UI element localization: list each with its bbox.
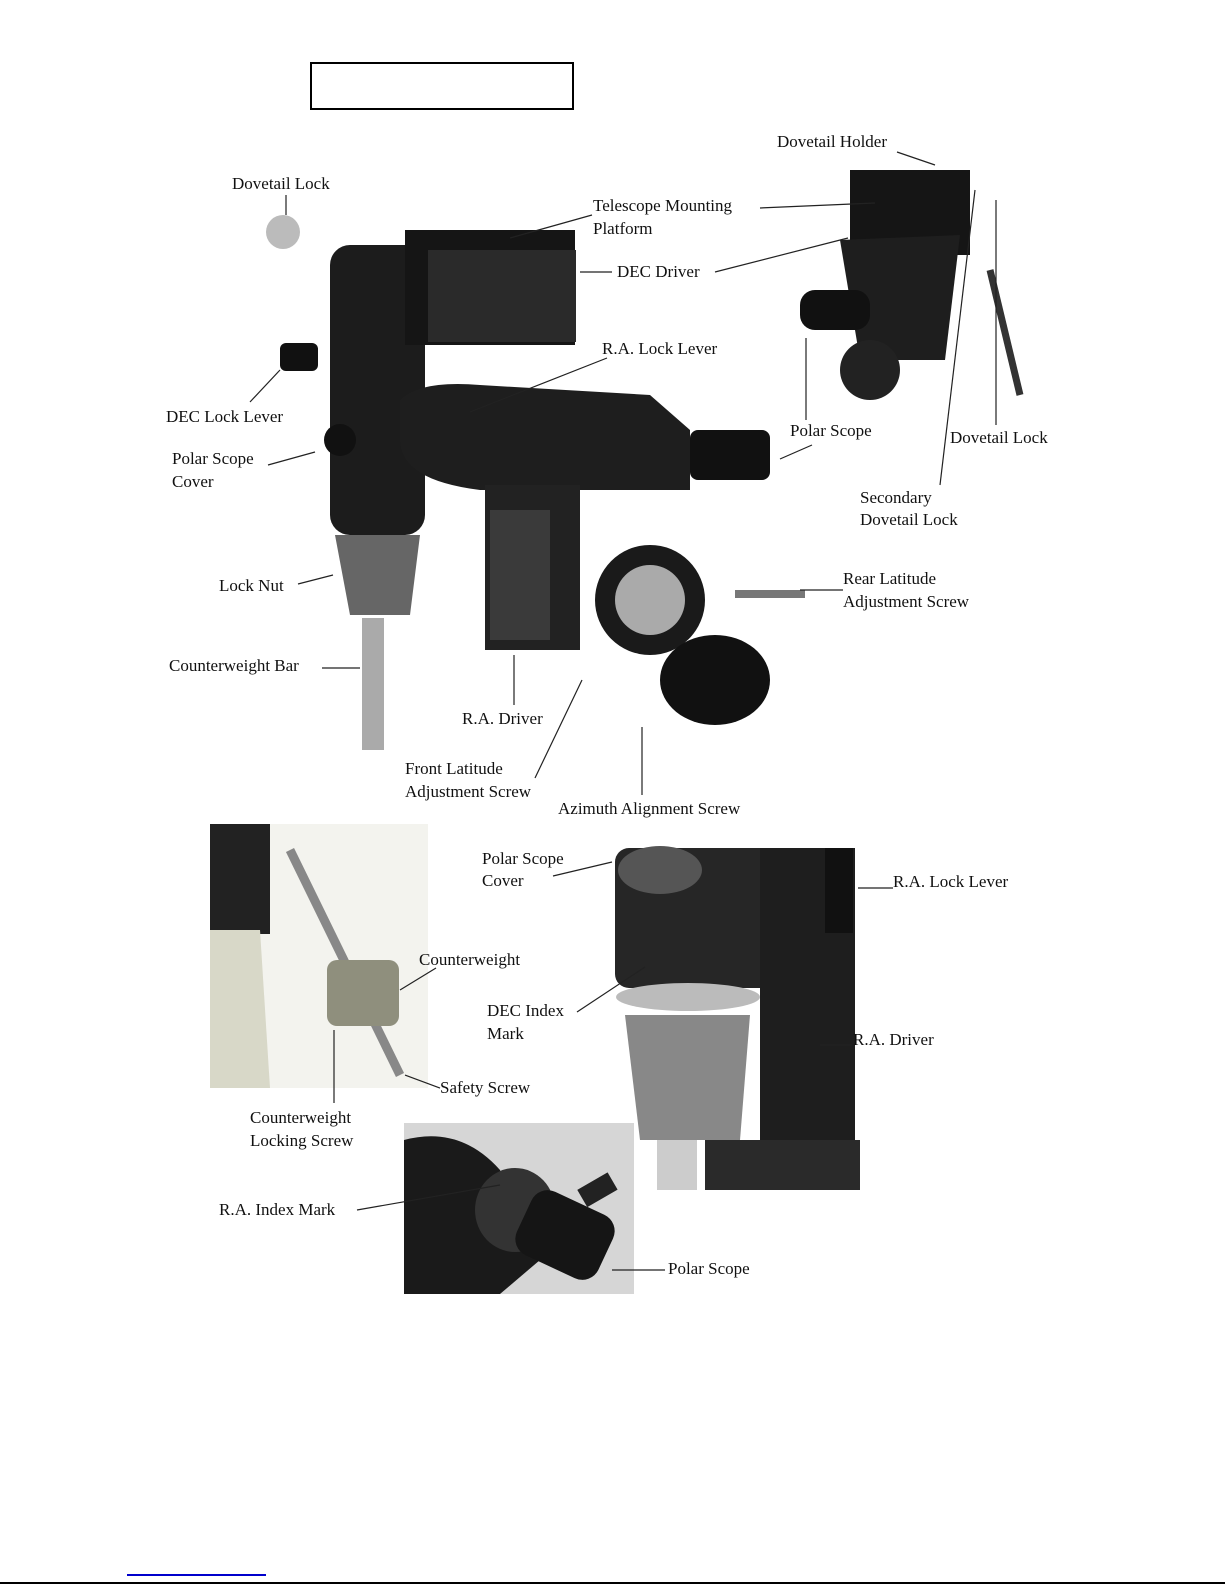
label-dec-lock-lever: DEC Lock Lever: [166, 407, 284, 426]
label-front-latitude-adjustment-screw: Front Latitude: [405, 759, 503, 778]
label-dovetail-holder: Dovetail Holder: [777, 132, 887, 151]
label-polar-scope: Polar Scope: [790, 421, 872, 440]
label-telescope-mounting-platform-2: Platform: [593, 219, 653, 238]
leader-lines: [249, 151, 997, 1271]
label-safety-screw: Safety Screw: [440, 1078, 531, 1097]
label-secondary-dovetail-lock: Secondary: [860, 488, 932, 507]
dec-axis-photo: [610, 845, 860, 1190]
footer-divider: [0, 1582, 1225, 1584]
label-dovetail-lock-right: Dovetail Lock: [950, 428, 1048, 447]
label-ra-lock-lever: R.A. Lock Lever: [602, 339, 718, 358]
label-rear-latitude-adjustment-screw-2: Adjustment Screw: [843, 592, 970, 611]
label-front-latitude-adjustment-screw-2: Adjustment Screw: [405, 782, 532, 801]
label-dec-driver: DEC Driver: [617, 262, 700, 281]
label-polar-scope-cover: Polar Scope: [172, 449, 254, 468]
label-polar-scope-cover-2: Cover: [172, 472, 214, 491]
label-ra-driver: R.A. Driver: [462, 709, 543, 728]
label-telescope-mounting-platform: Telescope Mounting: [593, 196, 733, 215]
label-dec-index-mark-2: Mark: [487, 1024, 524, 1043]
label-rear-latitude-adjustment-screw: Rear Latitude: [843, 569, 936, 588]
title-box: [310, 62, 574, 110]
counterweight-photo: [210, 824, 428, 1088]
label-secondary-dovetail-lock-2: Dovetail Lock: [860, 510, 958, 529]
label-counterweight-locking-screw-2: Locking Screw: [250, 1131, 354, 1150]
label-ra-lock-lever-lower: R.A. Lock Lever: [893, 872, 1009, 891]
label-counterweight: Counterweight: [419, 950, 521, 969]
label-azimuth-alignment-screw: Azimuth Alignment Screw: [558, 799, 741, 818]
label-counterweight-bar: Counterweight Bar: [169, 656, 299, 675]
label-ra-driver-lower: R.A. Driver: [853, 1030, 934, 1049]
ra-index-photo: [404, 1123, 634, 1294]
footer-link-underline[interactable]: [127, 1574, 266, 1576]
label-ra-index-mark: R.A. Index Mark: [219, 1200, 336, 1219]
label-counterweight-locking-screw: Counterweight: [250, 1108, 352, 1127]
label-polar-scope-cover-lower: Polar Scope: [482, 849, 564, 868]
label-lock-nut: Lock Nut: [219, 576, 284, 595]
secondary-mount-photo: [800, 170, 1024, 400]
main-mount-photo: [266, 215, 805, 750]
label-dovetail-lock: Dovetail Lock: [232, 174, 330, 193]
label-dec-index-mark: DEC Index: [487, 1001, 564, 1020]
label-polar-scope-lower: Polar Scope: [668, 1259, 750, 1278]
dovetail-lock-knob-photo: [266, 215, 300, 249]
label-polar-scope-cover-lower-2: Cover: [482, 871, 524, 890]
